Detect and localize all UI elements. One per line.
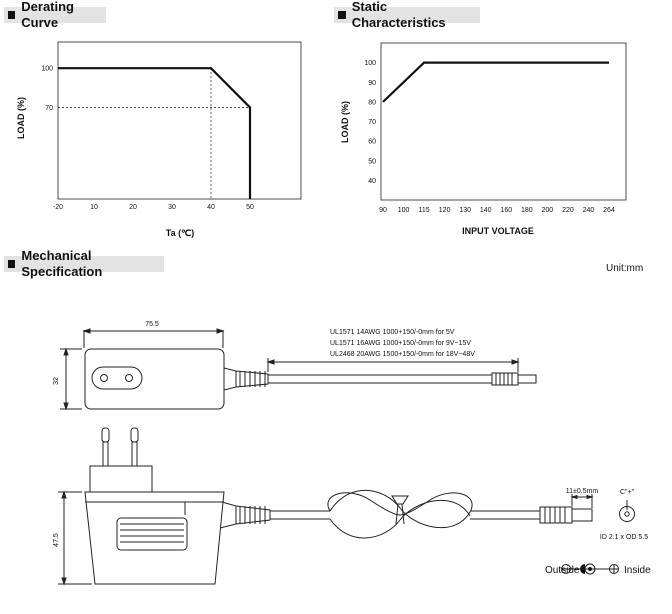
derating-curve-header: Derating Curve (4, 0, 106, 30)
derating-line (58, 67, 252, 199)
x-tick-label: 10 (90, 204, 98, 211)
unit-label: Unit:mm (606, 263, 644, 274)
x-tick-label: 50 (246, 204, 254, 211)
x-tick-label: 20 (129, 204, 137, 211)
header-square-icon (338, 11, 346, 19)
derating-curve-title: Derating Curve (21, 0, 74, 30)
mechanical-specification-title: Mechanical Specification (21, 248, 103, 279)
plot-frame (57, 41, 302, 200)
x-tick-labels: -20 10 20 30 40 50 (53, 204, 254, 211)
static-characteristics-title: Static Characteristics (351, 0, 446, 30)
y-tick-label: 100 (41, 66, 53, 73)
y-axis-title: LOAD (%) (16, 97, 26, 139)
x-tick-label: 40 (207, 204, 215, 211)
header-square-icon (8, 260, 16, 268)
x-axis-title: Ta (℃) (166, 228, 194, 238)
y-tick-labels: 70 100 (41, 66, 53, 112)
reference-lines (58, 68, 250, 199)
header-square-icon (8, 11, 16, 19)
x-tick-label: -20 (53, 204, 63, 211)
x-tick-label: 30 (168, 204, 176, 211)
mechanical-specification-header: Mechanical Specification (4, 248, 164, 279)
static-characteristics-header: Static Characteristics (334, 0, 480, 30)
series (58, 67, 252, 199)
y-tick-label: 70 (45, 105, 53, 112)
